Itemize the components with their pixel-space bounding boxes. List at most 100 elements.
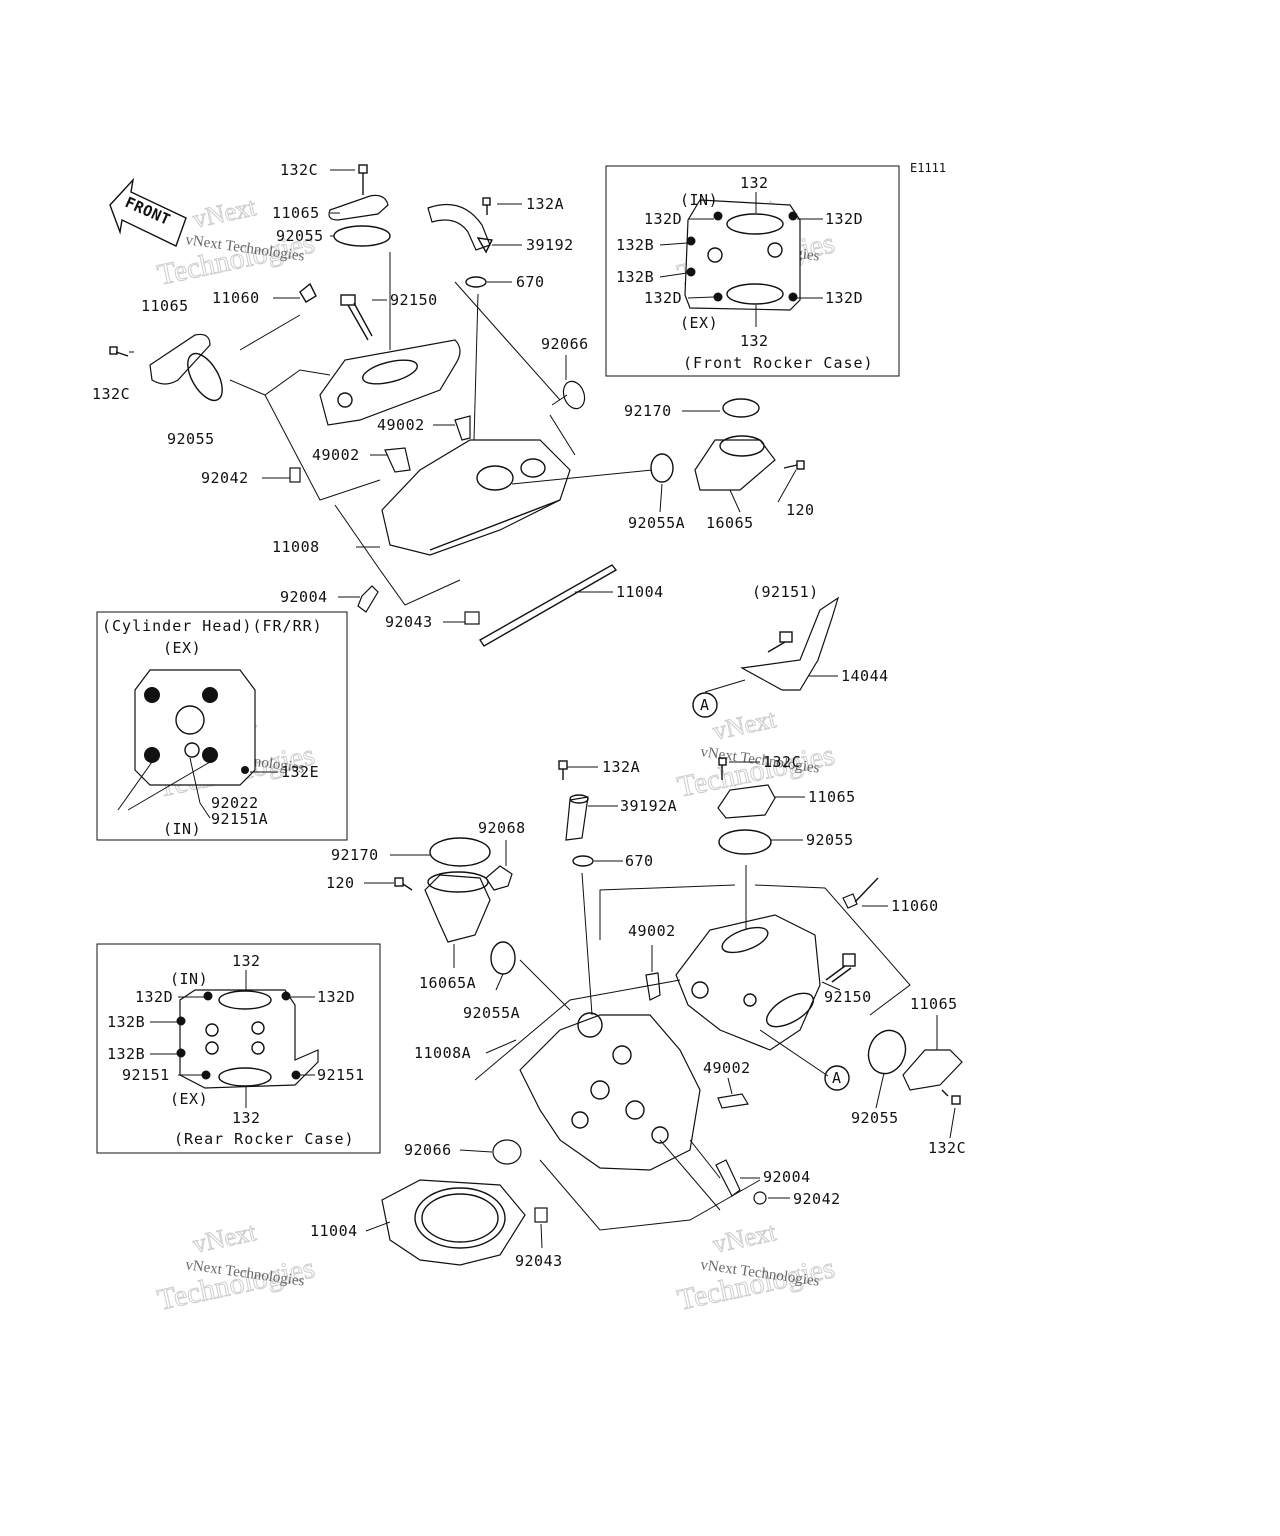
callout-11060-mid: 11060 [891, 897, 939, 915]
callout-92043-low: 92043 [515, 1252, 563, 1270]
bolt-132a-top [482, 197, 491, 215]
callout-92170-top: 92170 [624, 402, 672, 420]
front-rocker-caption: (Front Rocker Case) [683, 354, 874, 372]
cover-11065-right [902, 1049, 963, 1091]
sensor-49002-b [384, 447, 411, 473]
front-rocker-132d-bl: 132D [644, 289, 682, 307]
cylinder-head-92022: 92022 [211, 794, 259, 812]
callout-92150-mid: 92150 [824, 988, 872, 1006]
callout-92042-low: 92042 [793, 1190, 841, 1208]
callout-11065-right: 11065 [910, 995, 958, 1013]
seal-92066-top [562, 380, 586, 410]
rear-cylinder-assembly [364, 757, 963, 1266]
callout-92055a-mid: 92055A [463, 1004, 520, 1022]
gasket-92055a-mid [490, 941, 516, 975]
seal-92066-low [492, 1139, 522, 1165]
callout-670-mid: 670 [625, 852, 654, 870]
callout-11004-top: 11004 [616, 583, 664, 601]
callout-49002-mid: 49002 [628, 922, 676, 940]
callout-labels-bottom: 132A 39192A 132C 11065 92055 670 92068 9… [310, 753, 966, 1270]
front-rocker-case-inset: 132 132 (IN) (EX) 132D 132D 132B 132B 13… [605, 165, 900, 377]
callout-49002-b: 49002 [312, 446, 360, 464]
callout-ref-a-top: A [700, 696, 710, 714]
stud-92004-low [715, 1159, 741, 1197]
bolt-92150-mid [825, 953, 856, 983]
watermark-bottom-right: vNext Technologies vNext Technologies [674, 1217, 838, 1318]
gasket-92055a-top [650, 453, 674, 483]
callout-132a-mid: 132A [602, 758, 640, 776]
gasket-92055-low [867, 1029, 907, 1075]
ref-a-top [692, 692, 718, 718]
bolt-120-top [783, 460, 805, 470]
bolt-132c-left [109, 346, 129, 357]
callout-ref-a-bottom: A [832, 1069, 842, 1087]
ref-a-bottom [824, 1065, 850, 1091]
stud-92004-top [357, 585, 379, 613]
callout-49002-a: 49002 [377, 416, 425, 434]
rear-rocker-132-top: 132 [232, 952, 261, 970]
pin-11060-top [299, 282, 317, 303]
cylinder-head-inset: (Cylinder Head)(FR/RR) (EX) (IN) 132E 92… [96, 611, 348, 841]
callout-132c-top: 132C [280, 161, 318, 179]
cover-11065-left [149, 333, 211, 385]
callout-92043-top: 92043 [385, 613, 433, 631]
oring-670-top [465, 276, 487, 288]
callout-11008: 11008 [272, 538, 320, 556]
sensor-49002-mid [645, 972, 661, 1001]
front-rocker-132b-a: 132B [616, 236, 654, 254]
svg-text:vNext: vNext [190, 192, 259, 234]
cover-11065-mid [717, 784, 776, 819]
clamp-92170-mid [429, 837, 491, 867]
front-rocker-132-top: 132 [740, 174, 769, 192]
callout-92068: 92068 [478, 819, 526, 837]
rear-rocker-132d-r: 132D [317, 988, 355, 1006]
front-cylinder-assembly [109, 164, 840, 718]
watermark-bottom-left: vNext Technologies vNext Technologies [154, 1217, 318, 1318]
front-rocker-132d-tl: 132D [644, 210, 682, 228]
callout-14044: 14044 [841, 667, 889, 685]
callout-132c-low: 132C [928, 1139, 966, 1157]
callout-670-top: 670 [516, 273, 545, 291]
callout-11060-top: 11060 [212, 289, 260, 307]
callout-92170-mid: 92170 [331, 846, 379, 864]
rear-rocker-in-label: (IN) [170, 970, 208, 988]
callout-92042-top: 92042 [201, 469, 249, 487]
cylinder-head-11008 [381, 439, 571, 556]
callout-49002-low: 49002 [703, 1059, 751, 1077]
intake-16065a [424, 874, 491, 943]
bolt-132a-mid [558, 760, 568, 780]
dowel-92043-top [464, 611, 480, 625]
callout-92055-low: 92055 [851, 1109, 899, 1127]
front-rocker-132d-tr: 132D [825, 210, 863, 228]
gasket-11004-low [381, 1179, 526, 1266]
callout-11004-low: 11004 [310, 1222, 358, 1240]
svg-text:vNext: vNext [710, 704, 779, 746]
front-rocker-132d-br: 132D [825, 289, 863, 307]
rear-rocker-132b-b: 132B [107, 1045, 145, 1063]
gasket-92055-top [333, 225, 391, 247]
rear-rocker-132b-a: 132B [107, 1013, 145, 1031]
callout-labels-top: 132C 11065 92055 132A 39192 670 11060 92… [92, 161, 889, 714]
callout-11065-mid: 11065 [808, 788, 856, 806]
cover-11065-top [328, 194, 389, 221]
callout-92004-low: 92004 [763, 1168, 811, 1186]
clamp-92170-top [722, 398, 760, 418]
callout-92066-top: 92066 [541, 335, 589, 353]
leader-lines-top [129, 169, 838, 693]
cap-92068 [485, 865, 513, 891]
callout-92151-paren: (92151) [752, 583, 819, 601]
callout-11065-top: 11065 [272, 204, 320, 222]
front-rocker-in-label: (IN) [680, 191, 718, 209]
cylinder-head-ex-label: (EX) [163, 639, 201, 657]
gasket-11004-top [479, 564, 618, 647]
cylinder-head-11008a [519, 1014, 701, 1171]
diagram-code: E1111 [910, 161, 946, 175]
front-arrow-icon: FRONT [109, 177, 187, 247]
bolt-132c-mid [718, 757, 727, 780]
front-rocker-ex-label: (EX) [680, 314, 718, 332]
dowel-92043-low [534, 1207, 548, 1223]
rear-rocker-92151-l: 92151 [122, 1066, 170, 1084]
cylinder-head-caption: (Cylinder Head)(FR/RR) [102, 617, 323, 635]
front-rocker-case-frame [605, 165, 900, 377]
